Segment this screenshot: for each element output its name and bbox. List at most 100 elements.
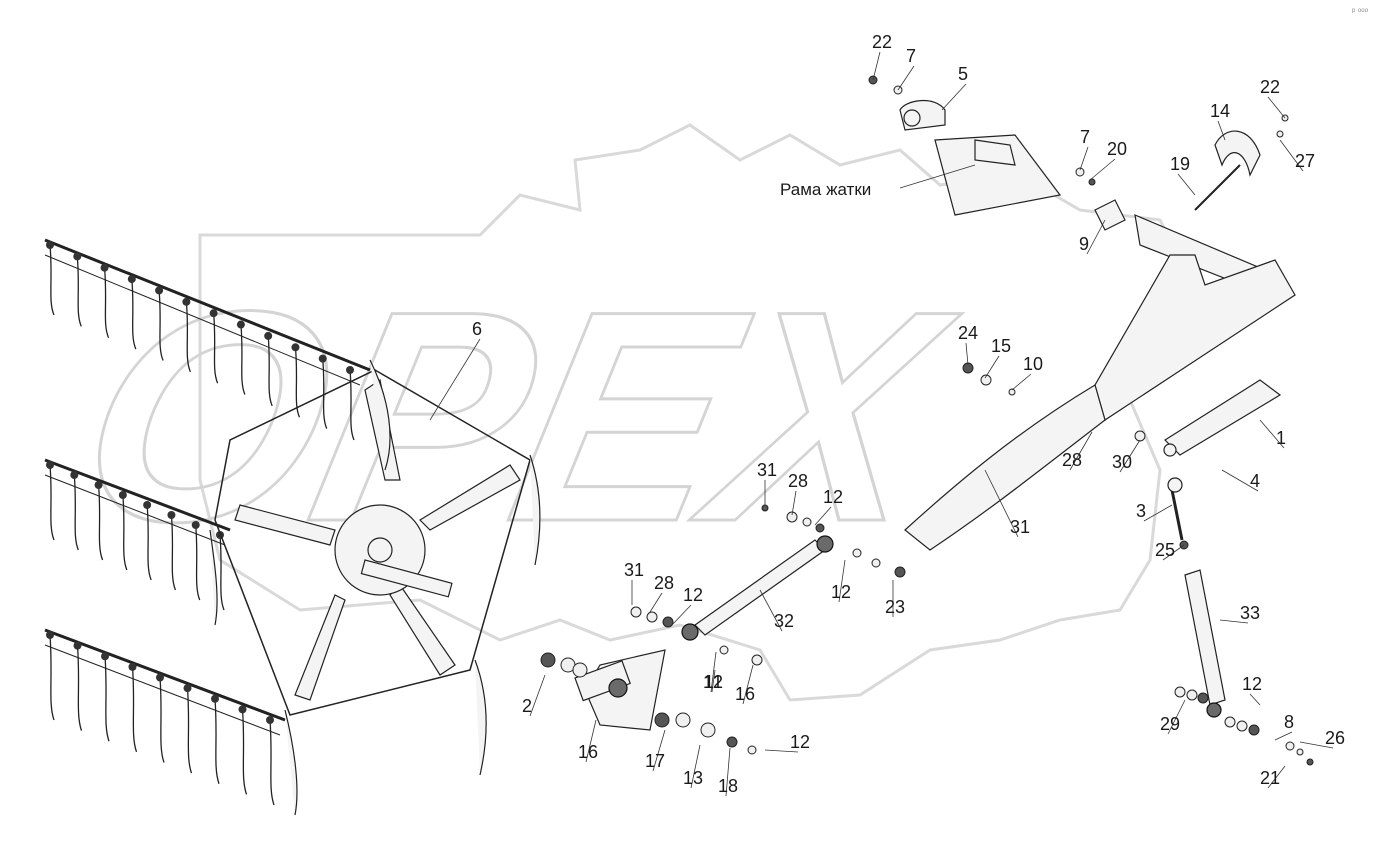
tine-mount (128, 662, 137, 671)
reel-tine (131, 666, 138, 753)
tine-mount (191, 521, 200, 529)
callout-6-10: 6 (472, 319, 482, 339)
hardware-item (815, 523, 825, 533)
reel-tine (76, 645, 83, 731)
reel-tine (186, 688, 193, 774)
callout-2-35: 2 (522, 696, 532, 716)
tine-mount (73, 641, 82, 650)
leader-12 (984, 355, 1000, 379)
hardware-items (540, 75, 1314, 766)
leader-39 (725, 747, 731, 797)
reel-tine (49, 464, 55, 541)
tine-mount (209, 309, 218, 318)
hardware-item (662, 616, 674, 628)
leader-lines (429, 51, 1334, 797)
callout-26-43: 26 (1325, 728, 1345, 748)
leader-31 (1249, 693, 1261, 706)
leader-21 (1069, 431, 1093, 471)
callout-14-6: 14 (1210, 101, 1230, 121)
leader-29 (759, 589, 783, 632)
hardware-item (1008, 388, 1016, 396)
leader-13 (1011, 373, 1032, 391)
reel-tine (49, 244, 55, 316)
leader-35 (529, 674, 546, 717)
tine-mount (211, 694, 219, 703)
callout-19-9: 19 (1170, 154, 1190, 174)
leader-27 (649, 592, 663, 613)
reel-tine (349, 369, 355, 441)
reel-tine (269, 719, 275, 806)
reel-tine (219, 534, 225, 611)
reel-tine (214, 698, 220, 784)
reel-tine (131, 279, 137, 350)
reel-tine (146, 504, 152, 581)
reel-tine (212, 313, 219, 384)
reel-tine (185, 301, 191, 373)
hardware-item (540, 652, 556, 668)
tine-mount (127, 275, 136, 284)
hardware-item (1197, 692, 1209, 704)
tine-mount (101, 652, 109, 661)
callout-12-34: 12 (703, 672, 723, 692)
callout-22-7: 22 (1260, 77, 1280, 97)
hardware-item (1248, 724, 1260, 736)
hardware-item (654, 712, 670, 728)
reel-tine (241, 709, 248, 795)
callout-25-23: 25 (1155, 540, 1175, 560)
tine-mount (167, 511, 176, 519)
hardware-item (871, 558, 881, 568)
hardware-item (646, 611, 658, 623)
callout-20-4: 20 (1107, 139, 1127, 159)
reel-tine (104, 656, 110, 742)
hardware-item (572, 662, 588, 678)
leader-4 (1089, 158, 1116, 181)
callout-21-44: 21 (1260, 768, 1280, 788)
tine-mount (291, 343, 300, 352)
leader-38 (690, 744, 701, 789)
leader-40 (764, 749, 799, 753)
part-2-bracket (574, 649, 666, 731)
tine-mount (264, 331, 273, 340)
tine-mount (346, 366, 354, 374)
reel-tine (103, 267, 110, 338)
frame-label-leader (899, 164, 976, 189)
reel-tine (97, 484, 104, 561)
callout-24-11: 24 (958, 323, 978, 343)
callout-12-31: 12 (1242, 674, 1262, 694)
callout-7-3: 7 (1080, 127, 1090, 147)
leader-6 (1217, 120, 1226, 141)
part-19-bolt (1194, 164, 1241, 211)
hardware-item (1088, 178, 1096, 186)
tine-mount (155, 286, 164, 295)
leader-42 (1274, 731, 1293, 741)
leader-43 (1299, 741, 1334, 749)
watermark: OPEX (54, 123, 1182, 702)
leader-33 (742, 664, 754, 705)
reel-tine (195, 524, 201, 601)
tines-bottom (46, 631, 275, 806)
callout-10-13: 10 (1023, 354, 1043, 374)
reel-spider (234, 379, 521, 701)
callout-12-28: 12 (683, 585, 703, 605)
header-frame-fragment (899, 100, 1062, 216)
hardware-item (630, 606, 642, 618)
tine-mount (100, 263, 109, 272)
reel-tine (73, 474, 79, 551)
callout-29-32: 29 (1160, 714, 1180, 734)
leader-20 (984, 469, 1019, 538)
tine-mount (236, 320, 245, 329)
callout-13-38: 13 (683, 768, 703, 788)
callout-31-26: 31 (624, 560, 644, 580)
tine-mount (183, 684, 192, 693)
leader-7 (1267, 96, 1286, 119)
reel-tine (240, 324, 246, 395)
leader-11 (965, 342, 969, 366)
callout-32-29: 32 (774, 611, 794, 631)
hardware-item (852, 548, 862, 558)
tine-mount (318, 354, 327, 363)
tine-mount (46, 241, 54, 249)
hardware-item (1186, 689, 1198, 701)
leader-8 (1279, 139, 1304, 172)
callout-1-14: 1 (1276, 428, 1286, 448)
tine-mount (70, 471, 79, 479)
